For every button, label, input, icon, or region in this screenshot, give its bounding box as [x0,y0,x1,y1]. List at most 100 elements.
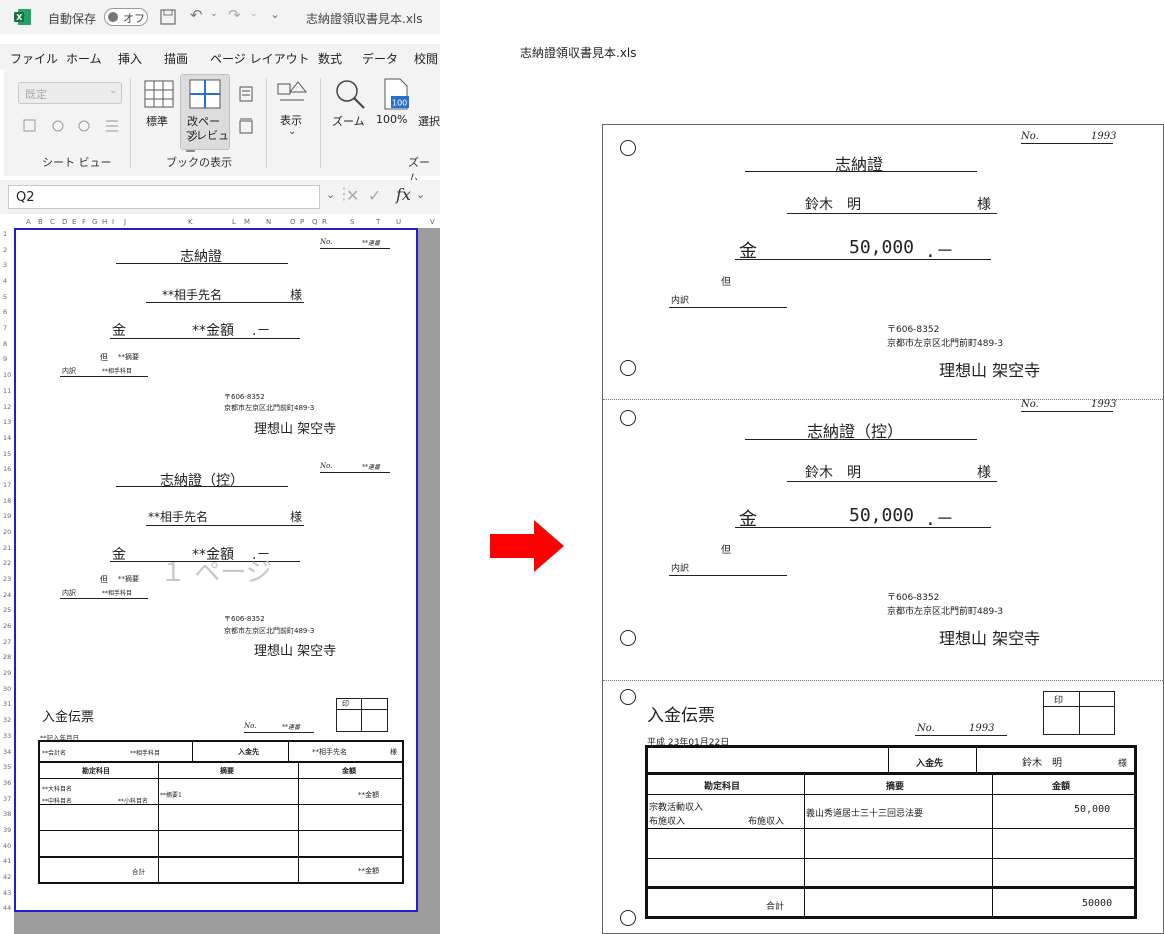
tab-draw[interactable]: 描画 [164,52,189,66]
row-header-4[interactable]: 4 [3,277,8,286]
redo-icon[interactable]: ↷ [228,6,241,24]
row-header-3[interactable]: 3 [3,261,8,270]
row-header-5[interactable]: 5 [3,292,8,301]
column-header-N[interactable]: N [266,218,272,226]
column-header-J[interactable]: J [124,218,127,226]
row-header-41[interactable]: 41 [3,857,12,866]
column-header-I[interactable]: I [112,218,115,226]
row-header-43[interactable]: 43 [3,888,12,897]
column-header-P[interactable]: P [300,218,305,226]
row-header-18[interactable]: 18 [3,496,12,505]
column-header-H[interactable]: H [102,218,108,226]
column-header-Q[interactable]: Q [312,218,318,226]
row-header-40[interactable]: 40 [3,841,12,850]
insert-function-icon[interactable]: fx [396,185,411,204]
page-break-page[interactable]: No. **連番 志納證 **相手先名 様 金 **金額 .－ 但 **摘要 内… [14,228,418,912]
row-header-27[interactable]: 27 [3,637,12,646]
zoom-icon[interactable] [334,78,366,110]
row-header-42[interactable]: 42 [3,872,12,881]
zoom-selection-button[interactable]: 選択 [418,115,440,128]
show-icon[interactable] [276,78,308,106]
zoom-button[interactable]: ズーム [332,115,365,128]
customize-qat-icon[interactable]: ⌄ [270,7,281,21]
row-header-28[interactable]: 28 [3,653,12,662]
redo-dropdown-icon[interactable]: ⌄ [250,9,258,19]
row-header-26[interactable]: 26 [3,622,12,631]
row-header-15[interactable]: 15 [3,449,12,458]
tab-review[interactable]: 校閲 [414,52,439,66]
row-header-7[interactable]: 7 [3,324,8,333]
custom-view-icon[interactable] [238,118,254,134]
page-layout-icon[interactable] [238,86,254,102]
sheet-view-dropdown[interactable]: 既定 ⌄ [18,82,122,104]
page-break-preview-button[interactable]: 改ページ プレビュー [180,74,230,158]
row-header-44[interactable]: 44 [3,904,12,913]
tab-insert[interactable]: 挿入 [118,52,143,66]
column-header-A[interactable]: A [26,218,31,226]
column-header-R[interactable]: R [322,218,327,226]
column-header-D[interactable]: D [62,218,68,226]
row-header-9[interactable]: 9 [3,355,8,364]
zoom-100-button[interactable]: 100% [376,113,408,126]
column-header-K[interactable]: K [188,218,193,226]
save-icon[interactable] [160,9,176,25]
row-header-11[interactable]: 11 [3,386,12,395]
row-header-25[interactable]: 25 [3,606,12,615]
column-header-V[interactable]: V [430,218,435,226]
row-header-31[interactable]: 31 [3,700,12,709]
name-box[interactable]: Q2 [8,185,320,209]
row-header-20[interactable]: 20 [3,527,12,536]
row-header-10[interactable]: 10 [3,371,12,380]
row-header-37[interactable]: 37 [3,794,12,803]
row-header-6[interactable]: 6 [3,308,8,317]
row-header-19[interactable]: 19 [3,512,12,521]
row-header-16[interactable]: 16 [3,465,12,474]
column-header-L[interactable]: L [232,218,236,226]
column-header-B[interactable]: B [38,218,43,226]
row-header-17[interactable]: 17 [3,480,12,489]
row-header-29[interactable]: 29 [3,669,12,678]
row-header-30[interactable]: 30 [3,684,12,693]
row-header-24[interactable]: 24 [3,590,12,599]
undo-icon[interactable]: ↶ [190,6,203,24]
row-header-13[interactable]: 13 [3,418,12,427]
column-header-U[interactable]: U [396,218,402,226]
column-header-E[interactable]: E [72,218,77,226]
row-header-8[interactable]: 8 [3,339,8,348]
row-header-22[interactable]: 22 [3,559,12,568]
row-header-2[interactable]: 2 [3,245,8,254]
column-header-T[interactable]: T [376,218,381,226]
show-button[interactable]: 表示 [280,114,302,127]
row-header-39[interactable]: 39 [3,825,12,834]
zoom-100-icon[interactable]: 100 [382,78,412,110]
name-box-dropdown-icon[interactable]: ⌄ [326,188,336,201]
undo-dropdown-icon[interactable]: ⌄ [210,9,218,19]
autosave-toggle[interactable]: オフ [104,8,148,26]
column-header-S[interactable]: S [350,218,355,226]
tab-home[interactable]: ホーム [66,52,102,66]
row-header-21[interactable]: 21 [3,543,12,552]
row-header-12[interactable]: 12 [3,402,12,411]
row-header-38[interactable]: 38 [3,810,12,819]
row-header-35[interactable]: 35 [3,763,12,772]
row-header-34[interactable]: 34 [3,747,12,756]
normal-button[interactable]: 標準 [146,115,168,128]
row-header-36[interactable]: 36 [3,778,12,787]
show-dropdown-icon[interactable]: ⌄ [288,126,297,137]
tab-file[interactable]: ファイル [10,52,59,66]
fx-dropdown-icon[interactable]: ⌄ [416,188,426,201]
tab-data[interactable]: データ [362,52,399,66]
row-header-23[interactable]: 23 [3,575,12,583]
tab-page-layout[interactable]: ページ レイアウト [210,52,310,66]
normal-view-icon[interactable] [144,80,174,108]
column-header-G[interactable]: G [92,218,98,226]
tab-formulas[interactable]: 数式 [318,52,343,66]
row-header-14[interactable]: 14 [3,433,12,442]
column-header-C[interactable]: C [50,218,55,226]
column-header-M[interactable]: M [244,218,251,226]
cancel-icon[interactable]: ✕ [346,186,360,205]
row-header-33[interactable]: 33 [3,731,12,740]
column-header-O[interactable]: O [290,218,296,226]
enter-icon[interactable]: ✓ [368,186,382,205]
row-header-1[interactable]: 1 [3,230,8,238]
